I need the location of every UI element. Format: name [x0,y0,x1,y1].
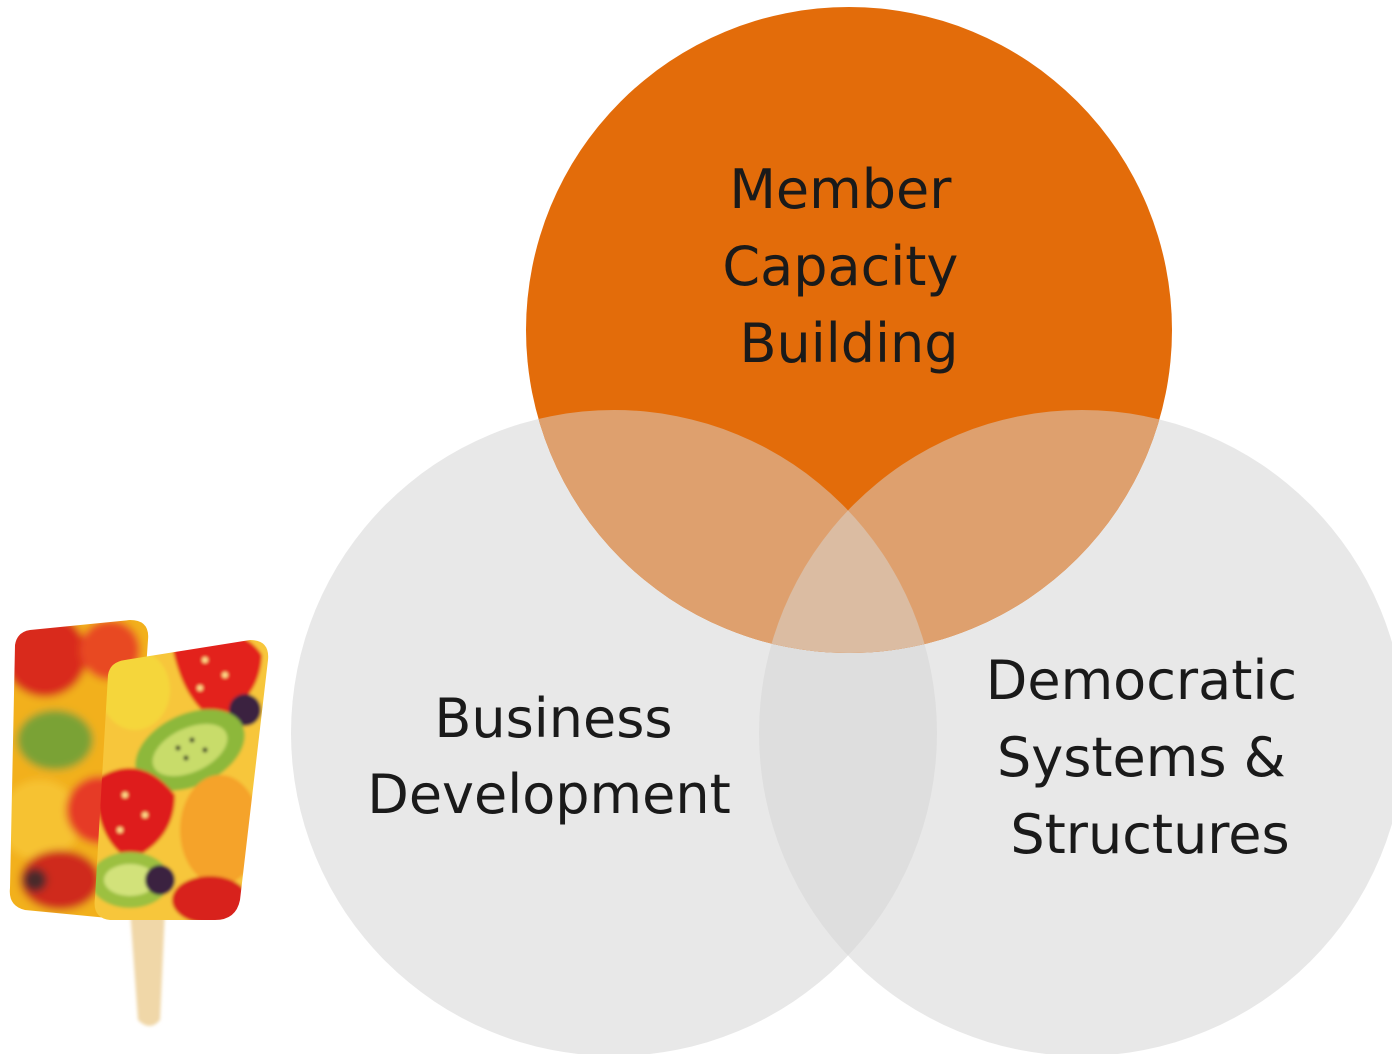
label-left-line2: Development [367,763,731,826]
venn-overlap-top-right [759,410,1172,653]
label-top-line3: Building [739,312,958,375]
label-top-line2: Capacity [722,235,958,298]
fruit-popsicle-icon [9,620,269,1026]
label-right-line3: Structures [1010,803,1289,866]
label-right-line1: Democratic [986,649,1297,712]
label-top-line1: Member [729,158,952,221]
label-top: Member Capacity Building [722,158,975,375]
label-right: Democratic Systems & Structures [986,649,1314,866]
label-right-line2: Systems & [997,726,1286,789]
label-left-line1: Business [434,687,672,750]
venn-overlap-top-left [526,410,937,653]
label-left: Business Development [367,687,731,826]
